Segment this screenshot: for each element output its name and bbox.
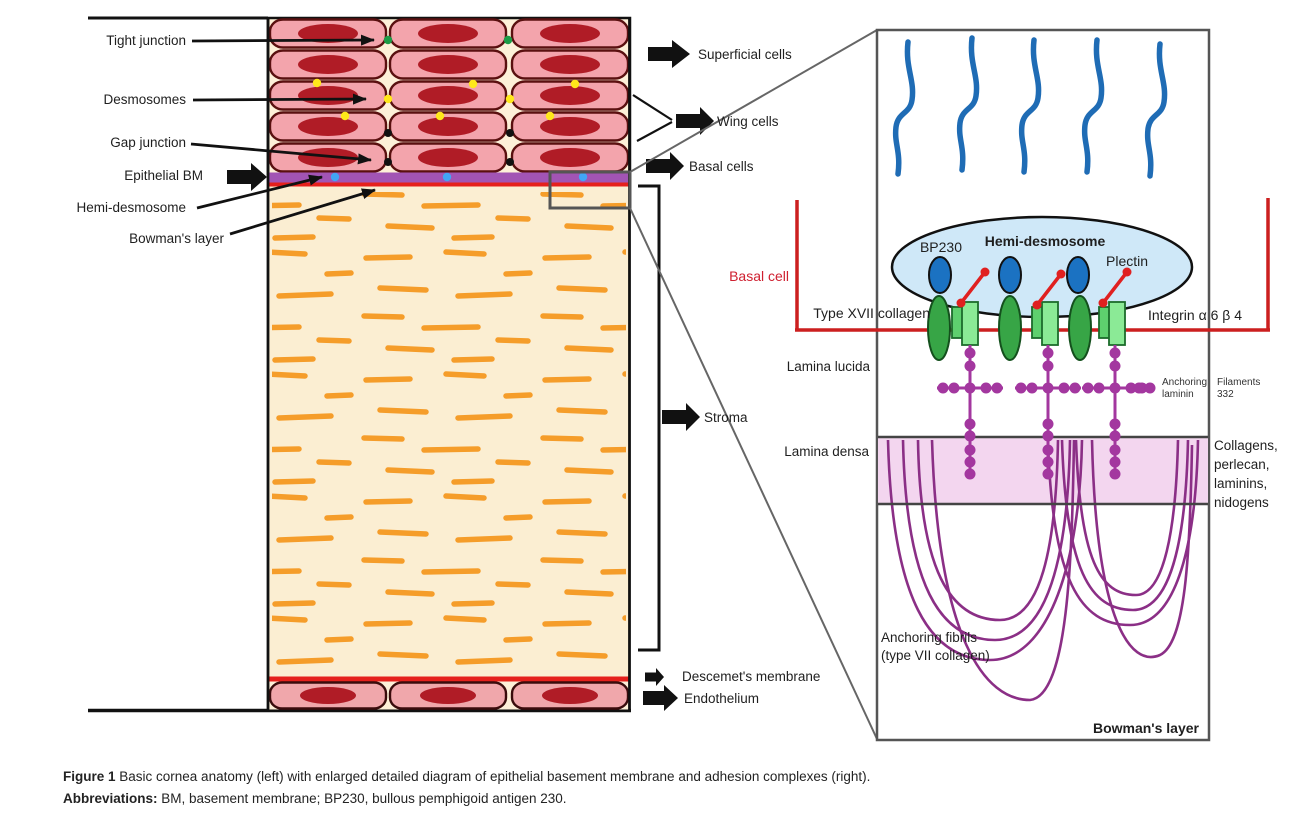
integrin-label: Integrin α 6 β 4 bbox=[1148, 307, 1242, 323]
svg-text:perlecan,: perlecan, bbox=[1214, 457, 1270, 472]
basal-cell-label: Basal cell bbox=[729, 268, 789, 284]
wing-line-lower bbox=[636, 121, 673, 142]
gap-junction-arrow bbox=[190, 142, 372, 165]
tight-junction-label: Tight junction bbox=[106, 33, 186, 48]
svg-text:Collagens,: Collagens, bbox=[1214, 438, 1278, 453]
stroma-label: Stroma bbox=[704, 410, 748, 425]
stroma-collagen-fibers bbox=[272, 192, 626, 672]
caption-line-1: Figure 1 Basic cornea anatomy (left) wit… bbox=[63, 766, 1163, 788]
tight-junction-arrow bbox=[191, 34, 375, 46]
svg-text:Anchoring: Anchoring bbox=[1162, 377, 1207, 388]
svg-text:332: 332 bbox=[1217, 389, 1234, 400]
bm-red-line bbox=[268, 182, 630, 187]
figure-text: Basic cornea anatomy (left) with enlarge… bbox=[115, 769, 871, 784]
lamina-densa-band bbox=[878, 437, 1208, 504]
desmosome-dots bbox=[312, 78, 580, 121]
lamina-densa-label: Lamina densa bbox=[784, 444, 869, 459]
svg-text:laminins,: laminins, bbox=[1214, 476, 1267, 491]
plectin-label: Plectin bbox=[1106, 253, 1148, 269]
wing-cells-arrow bbox=[676, 107, 714, 135]
bowmans-layer-arrow bbox=[229, 188, 376, 236]
figure-number: Figure 1 bbox=[63, 769, 116, 784]
desmosomes-arrow bbox=[192, 93, 367, 105]
descemets-membrane-label: Descemet's membrane bbox=[682, 669, 820, 684]
superficial-cells-label: Superficial cells bbox=[698, 47, 792, 62]
desmosomes-label: Desmosomes bbox=[103, 92, 186, 107]
cornea-cross-section bbox=[88, 16, 673, 713]
hemi-desmosome-label: Hemi-desmosome bbox=[76, 200, 186, 215]
wing-cells-label: Wing cells bbox=[717, 114, 779, 129]
basement-membrane-panel bbox=[795, 28, 1270, 742]
basal-cells-label: Basal cells bbox=[689, 159, 754, 174]
gap-junction-label: Gap junction bbox=[110, 135, 186, 150]
gap-junction-dots bbox=[384, 129, 514, 166]
zoom-connector-bottom bbox=[629, 207, 878, 740]
wing-line-upper bbox=[632, 94, 673, 121]
bowmans-layer-label: Bowman's layer bbox=[129, 231, 224, 246]
anchoring-laminin-label: Anchoring laminin bbox=[1162, 377, 1207, 400]
svg-text:(type VII collagen): (type VII collagen) bbox=[881, 648, 990, 663]
type-xvii-collagen-label: Type XVII collagen bbox=[813, 305, 930, 321]
zoom-connector-top bbox=[629, 29, 878, 173]
basal-cells-arrow bbox=[646, 152, 684, 180]
anchoring-laminin-assemblies bbox=[935, 343, 1156, 481]
lamina-lucida-label: Lamina lucida bbox=[787, 359, 871, 374]
filaments-332-label: Filaments 332 bbox=[1217, 377, 1260, 400]
stroma-bracket bbox=[638, 184, 661, 652]
abbreviations-text: BM, basement membrane; BP230, bullous pe… bbox=[157, 791, 567, 806]
block-arrows bbox=[227, 40, 714, 711]
superficial-cells-arrow bbox=[648, 40, 690, 68]
epithelial-bm-arrow bbox=[227, 163, 267, 191]
figure-caption: Figure 1 Basic cornea anatomy (left) wit… bbox=[63, 766, 1163, 810]
epithelial-bm-label: Epithelial BM bbox=[124, 168, 203, 183]
type-xvii-collagen-molecules bbox=[927, 295, 1092, 361]
svg-text:Anchoring fibrils: Anchoring fibrils bbox=[881, 630, 977, 645]
descemets-arrow bbox=[645, 668, 664, 686]
bowmans-layer-panel-label: Bowman's layer bbox=[1093, 720, 1200, 736]
svg-text:Filaments: Filaments bbox=[1217, 377, 1260, 388]
bp230-label: BP230 bbox=[920, 239, 962, 255]
pointer-arrows bbox=[190, 34, 376, 236]
bp230-molecules bbox=[928, 256, 1090, 294]
caption-line-2: Abbreviations: BM, basement membrane; BP… bbox=[63, 788, 1163, 810]
lamina-densa-components-label: Collagens, perlecan, laminins, nidogens bbox=[1214, 438, 1278, 510]
labels: Tight junction Desmosomes Gap junction E… bbox=[76, 33, 1277, 736]
endothelial-cells bbox=[268, 681, 630, 710]
hemidesmosome-dots bbox=[330, 172, 588, 182]
abbreviations-heading: Abbreviations: bbox=[63, 791, 158, 806]
descemets-membrane-line bbox=[268, 676, 630, 682]
hemi-desmosome-arrow bbox=[196, 174, 323, 210]
stroma-arrow bbox=[662, 403, 700, 431]
zoom-rectangle bbox=[548, 170, 632, 210]
anchoring-fibrils bbox=[886, 439, 1200, 702]
tight-junction-dots bbox=[383, 35, 513, 45]
svg-text:nidogens: nidogens bbox=[1214, 495, 1269, 510]
endothelium-arrow bbox=[643, 685, 678, 711]
hemi-desmosome-panel-label: Hemi-desmosome bbox=[985, 233, 1106, 249]
svg-text:laminin: laminin bbox=[1162, 389, 1194, 400]
anchoring-fibrils-label: Anchoring fibrils (type VII collagen) bbox=[881, 630, 990, 663]
endothelium-label: Endothelium bbox=[684, 691, 759, 706]
epithelial-cells bbox=[268, 18, 630, 173]
